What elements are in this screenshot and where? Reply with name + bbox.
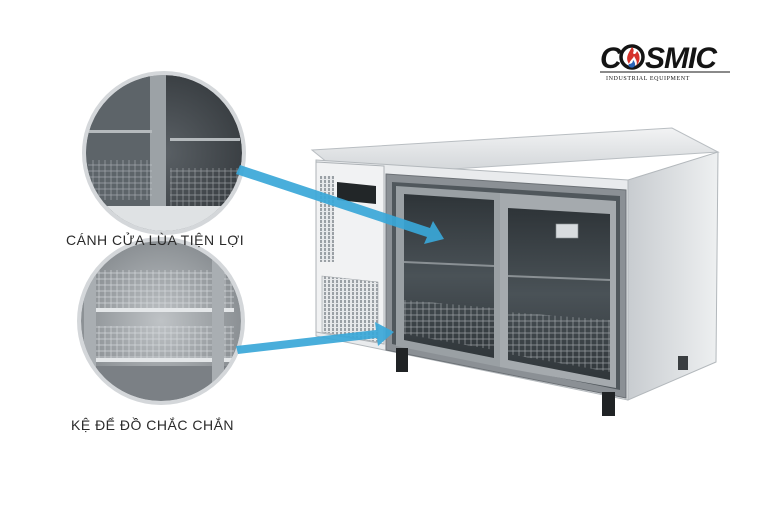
left-sliding-door xyxy=(396,186,500,367)
leg xyxy=(396,348,408,372)
leg xyxy=(678,356,688,370)
right-sliding-door xyxy=(500,193,616,388)
callout-arrow-shelf xyxy=(236,322,394,354)
detail-sliding-door xyxy=(82,71,246,235)
logo-tagline: INDUSTRIAL EQUIPMENT xyxy=(606,76,690,82)
logo-wordmark-rest: SMIC xyxy=(645,42,718,75)
side-panel xyxy=(627,151,719,401)
caption-shelves: KỆ ĐỂ ĐỒ CHẮC CHẮN xyxy=(71,417,235,433)
caption-sliding-door: CÁNH CỬA LÙA TIỆN LỢI xyxy=(66,232,245,248)
brand-logo: C SMIC INDUSTRIAL EQUIPMENT xyxy=(600,42,730,82)
control-display xyxy=(337,182,376,204)
top-vent xyxy=(320,176,334,262)
flame-icon xyxy=(619,44,645,70)
detail-shelves xyxy=(77,237,245,405)
leg xyxy=(602,392,615,416)
callout-arrow-door xyxy=(236,165,444,244)
